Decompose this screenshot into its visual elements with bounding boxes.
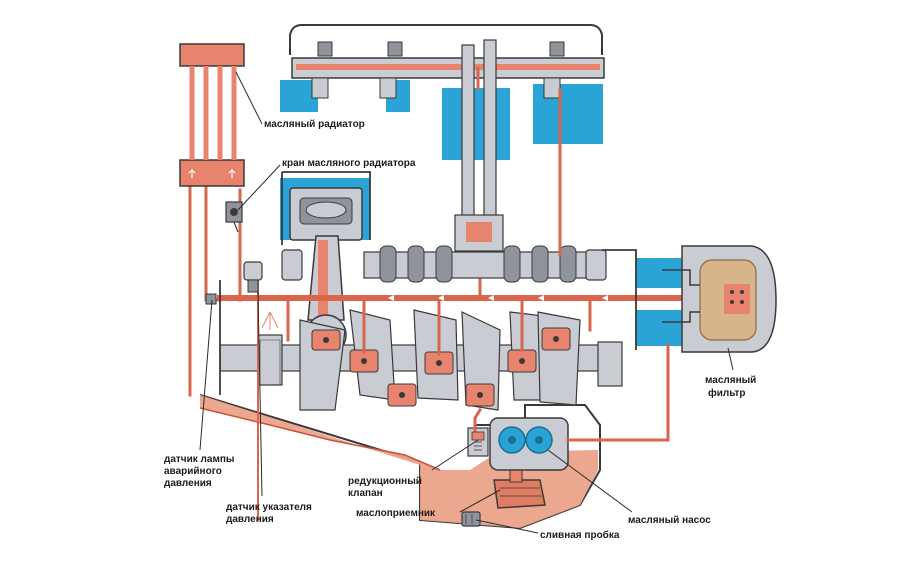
camshaft: [281, 245, 607, 283]
push-rods: [454, 39, 504, 256]
radiator-valve: [225, 201, 243, 233]
oil-radiator: [179, 43, 245, 187]
label-oil-filter-1: масляный: [705, 375, 756, 386]
piston: [289, 187, 363, 241]
valve-cover: [289, 24, 605, 79]
label-relief-valve-2: клапан: [348, 488, 383, 499]
warning-sensor: [205, 293, 217, 305]
label-drain-plug: сливная пробка: [540, 529, 620, 541]
gauge-sensor: [243, 261, 263, 293]
leader-lines: [199, 71, 734, 534]
relief-valve: [467, 427, 489, 457]
oil-pickup: [493, 461, 546, 509]
crankshaft: [219, 309, 623, 411]
label-oil-radiator: масляный радиатор: [264, 119, 365, 130]
rocker-supports: [311, 77, 561, 99]
label-radiator-valve: кран масляного радиатора: [282, 158, 416, 169]
label-warning-sensor-1: датчик лампы: [164, 454, 234, 465]
drain-plug: [461, 511, 481, 527]
label-gauge-sensor-1: датчик указателя: [226, 502, 312, 513]
flow-arrows: [388, 295, 608, 301]
label-gauge-sensor-2: давления: [226, 514, 274, 525]
callout-labels: масляный радиатор кран масляного радиато…: [164, 119, 756, 541]
oil-pump: [489, 417, 569, 471]
label-oil-filter-2: фильтр: [708, 387, 746, 399]
label-oil-pump: масляный насос: [628, 515, 711, 526]
label-warning-sensor-3: давления: [164, 478, 212, 489]
engine-block-outline: [219, 171, 637, 395]
label-relief-valve-1: редукционный: [348, 476, 422, 487]
label-warning-sensor-2: аварийного: [164, 466, 222, 477]
label-oil-pickup: маслоприемник: [356, 508, 436, 519]
oil-spray: [261, 311, 279, 330]
oil-filter: [662, 245, 777, 353]
